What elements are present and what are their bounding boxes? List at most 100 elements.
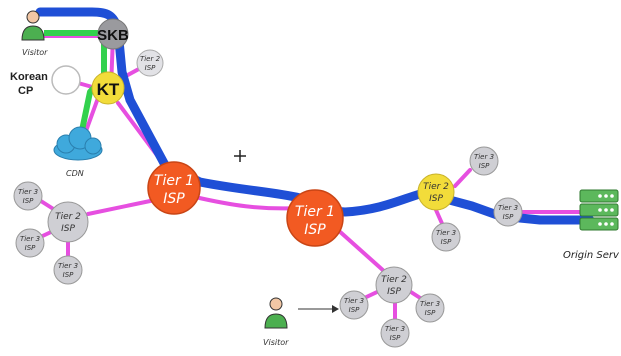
svg-text:Tier 3: Tier 3 [344,297,364,305]
cdn-label: CDN [66,169,84,178]
svg-text:Tier 3: Tier 3 [498,204,518,212]
svg-text:Tier 1: Tier 1 [295,204,335,220]
tier3-node: Tier 3 ISP [15,228,45,258]
tier1-b-line2: ISP [304,222,326,238]
svg-text:ISP: ISP [61,224,75,234]
svg-text:Tier 3: Tier 3 [436,229,456,237]
svg-text:Tier 2: Tier 2 [381,275,407,285]
tier3-line2: ISP [25,244,37,252]
tier2-left-line1: Tier 2 [55,212,81,222]
tier1-a-line1: Tier 1 [154,173,194,189]
svg-text:Tier 3: Tier 3 [474,153,494,161]
tier3-line1: Tier 3 [58,262,78,270]
arrow-icon [298,305,339,313]
tier2-small-node: Tier 2 ISP [136,49,164,77]
tier3-line2: ISP [441,238,453,246]
person-icon [264,297,288,329]
svg-text:ISP: ISP [25,244,37,252]
korean-cp: Korean CP [10,65,81,97]
tier2-yellow-node: Tier 2 ISP [417,173,455,211]
origin-server: Origin Serv [563,189,620,261]
svg-text:ISP: ISP [304,222,326,238]
svg-text:ISP: ISP [145,64,157,72]
svg-text:ISP: ISP [349,306,361,314]
tier1-a-line2: ISP [163,191,185,207]
svg-text:Tier 1: Tier 1 [154,173,194,189]
tier3-line2: ISP [503,213,515,221]
tier3-line1: Tier 3 [20,235,40,243]
tier3-node: Tier 3 ISP [380,318,410,348]
tier2-bottom-line1: Tier 2 [381,275,407,285]
server-icon [579,189,619,231]
svg-text:ISP: ISP [503,213,515,221]
svg-text:Tier 3: Tier 3 [58,262,78,270]
tier3-line2: ISP [23,197,35,205]
tier3-line1: Tier 3 [385,325,405,333]
visitor-bottom-label: Visitor [263,338,289,347]
visitor-top-label: Visitor [22,48,48,57]
svg-text:Tier 2: Tier 2 [423,182,449,192]
tier3-node: Tier 3 ISP [493,197,523,227]
tier3-node: Tier 3 ISP [415,293,445,323]
tier3-node: Tier 3 ISP [431,222,461,252]
move-cursor-icon [234,150,246,162]
svg-text:ISP: ISP [163,191,185,207]
svg-text:ISP: ISP [390,334,402,342]
svg-text:Tier 3: Tier 3 [20,235,40,243]
tier3-line1: Tier 3 [344,297,364,305]
tier3-line2: ISP [63,271,75,279]
tier2-small-line2: ISP [145,64,157,72]
cdn-node: CDN [53,126,103,178]
kt-label: KT [97,80,120,99]
tier1-b-line1: Tier 1 [295,204,335,220]
svg-text:ISP: ISP [441,238,453,246]
korean-cp-line1: Korean [10,71,48,83]
svg-text:ISP: ISP [23,197,35,205]
tier3-line1: Tier 3 [474,153,494,161]
svg-text:Korean: Korean [10,71,48,83]
korean-cp-line2: CP [18,85,33,97]
tier1-isp-a: Tier 1 ISP [147,161,201,215]
tier2-bottom-node: Tier 2 ISP [375,266,413,304]
tier2-bottom-line2: ISP [387,287,401,297]
tier3-node: Tier 3 ISP [53,255,83,285]
svg-text:ISP: ISP [425,309,437,317]
svg-text:ISP: ISP [387,287,401,297]
visitor-top: Visitor [21,10,48,57]
tier3-line1: Tier 3 [436,229,456,237]
tier3-node: Tier 3 ISP [469,146,499,176]
skb-label: SKB [97,27,129,44]
visitor-bottom: Visitor [263,297,289,347]
svg-text:ISP: ISP [63,271,75,279]
svg-text:Tier 2: Tier 2 [140,55,161,63]
svg-text:CP: CP [18,85,33,97]
skb-node: SKB [97,18,129,50]
tier3-node: Tier 3 ISP [339,290,369,320]
tier3-line2: ISP [479,162,491,170]
tier3-line2: ISP [349,306,361,314]
svg-text:ISP: ISP [429,194,443,204]
svg-text:ISP: ISP [479,162,491,170]
tier2-left-line2: ISP [61,224,75,234]
tier3-line2: ISP [390,334,402,342]
tier3-line1: Tier 3 [18,188,38,196]
cloud-icon [53,126,103,161]
svg-text:Tier 2: Tier 2 [55,212,81,222]
person-icon [21,10,45,41]
svg-text:Tier 3: Tier 3 [18,188,38,196]
kt-node: KT [91,71,125,105]
korean-cp-circle [51,65,81,95]
tier3-line2: ISP [425,309,437,317]
tier2-yellow-line2: ISP [429,194,443,204]
tier3-line1: Tier 3 [420,300,440,308]
origin-server-label: Origin Serv [563,250,620,261]
svg-text:Tier 3: Tier 3 [385,325,405,333]
tier3-line1: Tier 3 [498,204,518,212]
tier3-node: Tier 3 ISP [13,181,43,211]
tier1-isp-b: Tier 1 ISP [286,189,344,247]
tier2-small-line1: Tier 2 [140,55,161,63]
tier2-left-node: Tier 2 ISP [47,201,89,243]
svg-text:Tier 3: Tier 3 [420,300,440,308]
tier2-yellow-line1: Tier 2 [423,182,449,192]
